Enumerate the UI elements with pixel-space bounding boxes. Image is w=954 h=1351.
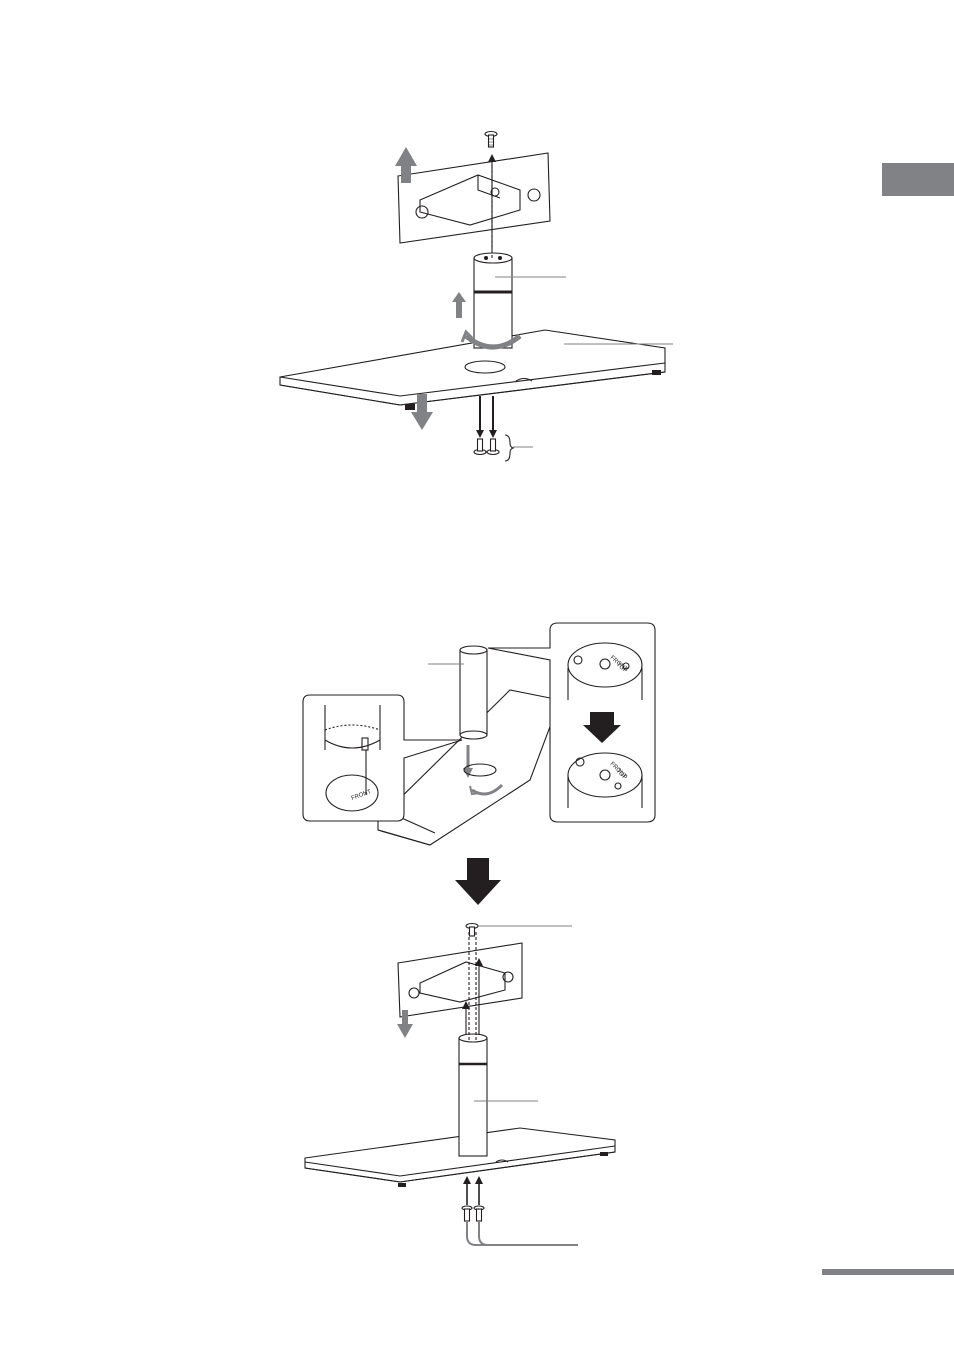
mount-bracket-3 <box>398 943 522 1017</box>
figure-attach <box>305 924 615 1246</box>
screw-top <box>485 132 497 148</box>
step-arrow <box>455 858 501 905</box>
stand-column-3 <box>459 1034 487 1156</box>
figure-removal <box>280 132 673 462</box>
stand-column <box>474 253 512 348</box>
bottom-screws <box>474 396 513 461</box>
mount-bracket <box>398 153 550 243</box>
figure-install-column: FRONT FRONT TOP FRONT TOP <box>303 623 655 845</box>
bottom-screws-3 <box>462 1176 484 1221</box>
